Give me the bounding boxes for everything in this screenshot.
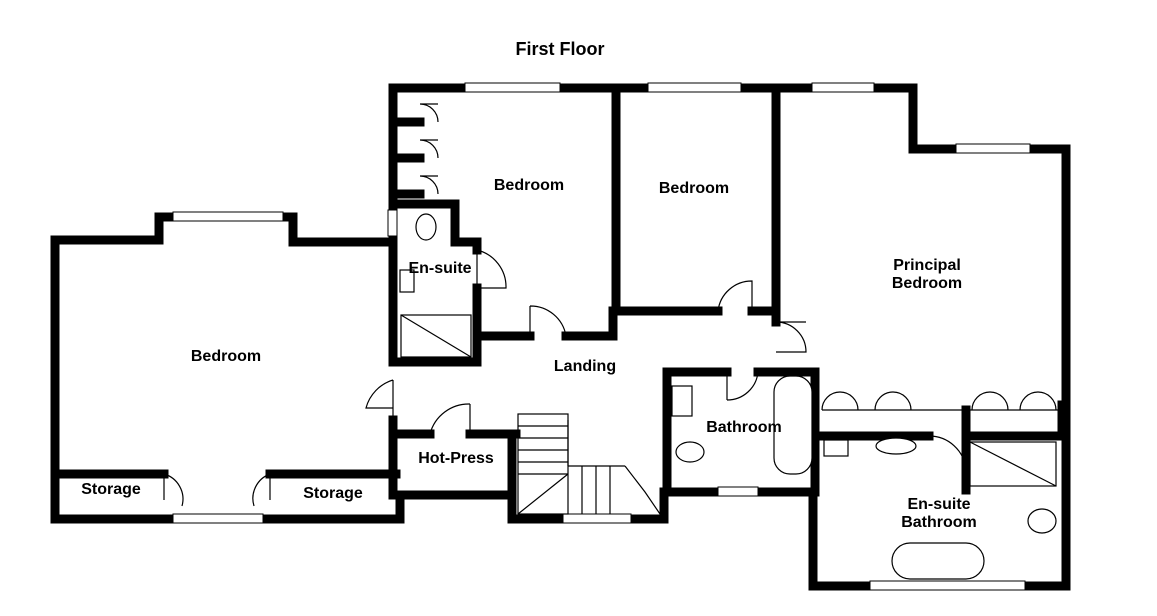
label-bathroom: Bathroom bbox=[706, 419, 782, 436]
left-wing-outer-wall bbox=[50, 235, 405, 524]
door-principal-wardrobe-4 bbox=[1019, 391, 1057, 411]
door-bathroom bbox=[726, 371, 759, 401]
toilet-ensuite bbox=[415, 213, 437, 241]
window-left-bedroom-bottom bbox=[172, 513, 264, 524]
bath-ensuite-bathroom bbox=[891, 542, 985, 580]
left-wing-top-wall bbox=[154, 212, 398, 247]
label-storage-left: Storage bbox=[81, 481, 141, 498]
label-landing: Landing bbox=[554, 358, 616, 375]
window-stairs bbox=[562, 513, 632, 524]
doors bbox=[163, 103, 1062, 507]
label-principal-bedroom-2: Bedroom bbox=[892, 275, 962, 292]
label-storage-right: Storage bbox=[303, 485, 363, 502]
window-ensuite-side bbox=[387, 209, 398, 237]
door-principal-wardrobe-3 bbox=[971, 391, 1009, 411]
wall-bathroom-left bbox=[662, 367, 732, 497]
label-bedroom-a: Bedroom bbox=[494, 177, 564, 194]
door-principal-wardrobe-1 bbox=[821, 391, 859, 411]
label-bedroom-b: Bedroom bbox=[659, 180, 729, 197]
window-principal-top bbox=[811, 82, 875, 93]
floor-title: First Floor bbox=[516, 39, 605, 59]
window-bathroom bbox=[717, 486, 759, 497]
sink-ensuite-bathroom bbox=[875, 437, 917, 455]
label-ensuite: En-suite bbox=[408, 260, 471, 277]
door-wardrobe-3 bbox=[419, 175, 439, 195]
staircase bbox=[517, 413, 661, 515]
window-left-bedroom-top bbox=[172, 211, 284, 222]
door-storage-left bbox=[163, 473, 184, 507]
door-landing-left bbox=[365, 379, 394, 420]
wall-bathroom-right bbox=[753, 367, 820, 497]
label-ensuite-bathroom-1: En-suite bbox=[907, 496, 970, 513]
sink-ensuite bbox=[399, 269, 415, 293]
window-ensuite-bathroom bbox=[869, 580, 1026, 591]
door-principal-wardrobe-2 bbox=[874, 391, 912, 411]
window-bedroom-b bbox=[647, 82, 742, 93]
wall-ensuite-top bbox=[392, 199, 482, 255]
stair-flight-upper bbox=[517, 413, 569, 515]
fixtures bbox=[399, 213, 1057, 580]
toilet-bathroom bbox=[675, 441, 705, 463]
label-ensuite-bathroom-2: Bathroom bbox=[901, 514, 977, 531]
door-bedroom-b bbox=[717, 280, 753, 312]
door-storage-right bbox=[252, 473, 271, 507]
door-wardrobe-1 bbox=[419, 103, 439, 123]
label-bedroom-left: Bedroom bbox=[191, 348, 261, 365]
interior-walls bbox=[54, 87, 1067, 500]
towel-rail bbox=[823, 439, 849, 457]
door-wardrobe-2 bbox=[419, 139, 439, 159]
room-labels: Bedroom Bedroom Bedroom Principal Bedroo… bbox=[81, 177, 977, 531]
windows bbox=[172, 82, 1031, 591]
door-ensuite bbox=[476, 249, 507, 289]
bath-bathroom bbox=[773, 375, 813, 475]
toilet-ensuite-bathroom bbox=[1027, 508, 1057, 534]
door-hotpress bbox=[429, 403, 471, 435]
door-bedroom-a bbox=[529, 305, 567, 337]
door-ensuite-bathroom bbox=[928, 435, 967, 471]
window-principal-right bbox=[955, 143, 1031, 154]
label-hot-press: Hot-Press bbox=[418, 450, 494, 467]
window-bedroom-a bbox=[464, 82, 561, 93]
sink-bathroom bbox=[671, 385, 693, 417]
door-principal bbox=[775, 321, 807, 353]
label-principal-bedroom-1: Principal bbox=[893, 257, 961, 274]
